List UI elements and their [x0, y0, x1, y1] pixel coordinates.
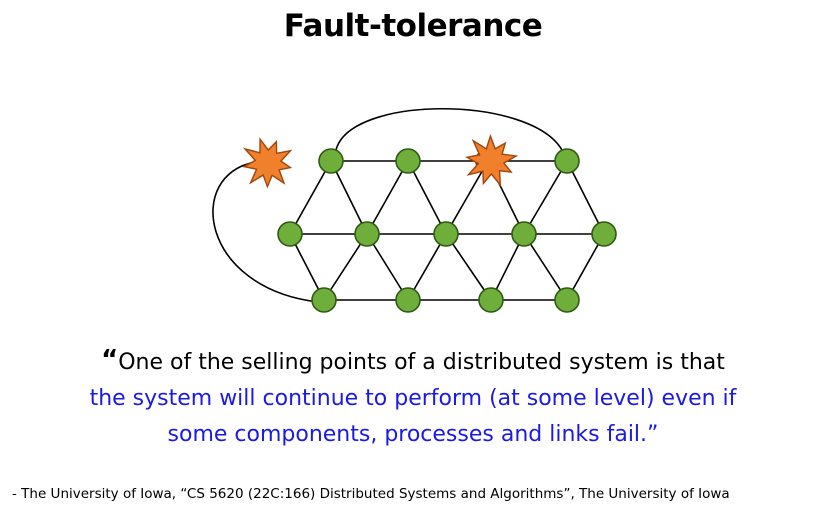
network-links: [212, 107, 605, 303]
failure-markers: [241, 133, 519, 189]
network-node: [354, 221, 380, 247]
network-node: [478, 287, 504, 313]
failure-burst-icon: [241, 137, 293, 189]
network-link-curved: [212, 161, 319, 303]
network-node: [511, 221, 537, 247]
network-link-curved: [335, 107, 563, 151]
network-link: [445, 233, 492, 301]
network-link: [330, 160, 368, 235]
network-link: [523, 233, 568, 301]
citation: - The University of Iowa, “CS 5620 (22C:…: [12, 486, 730, 502]
network-node: [311, 287, 337, 313]
failure-burst-icon: [464, 133, 519, 187]
network-node: [554, 148, 580, 174]
network-node: [318, 148, 344, 174]
network-link: [289, 160, 332, 235]
quote-open-mark: “: [101, 345, 119, 375]
network-link: [407, 160, 447, 235]
network-link: [523, 160, 568, 235]
network-node: [277, 221, 303, 247]
quote-block: “One of the selling points of a distribu…: [0, 342, 826, 453]
network-link: [366, 160, 409, 235]
quote-line-3: some components, processes and links fai…: [167, 422, 659, 447]
network-link: [366, 233, 409, 301]
quote-line-2: the system will continue to perform (at …: [89, 386, 737, 411]
quote-text-1: One of the selling points of a distribut…: [118, 350, 725, 375]
slide-title: Fault-tolerance: [283, 8, 543, 44]
network-nodes: [277, 148, 617, 313]
network-node: [554, 287, 580, 313]
network-link: [323, 233, 368, 301]
network-node: [433, 221, 459, 247]
quote-line-1: “One of the selling points of a distribu…: [0, 342, 826, 381]
network-node: [395, 287, 421, 313]
network-link: [445, 160, 489, 235]
network-node: [591, 221, 617, 247]
network-node: [395, 148, 421, 174]
network-link: [566, 160, 605, 235]
